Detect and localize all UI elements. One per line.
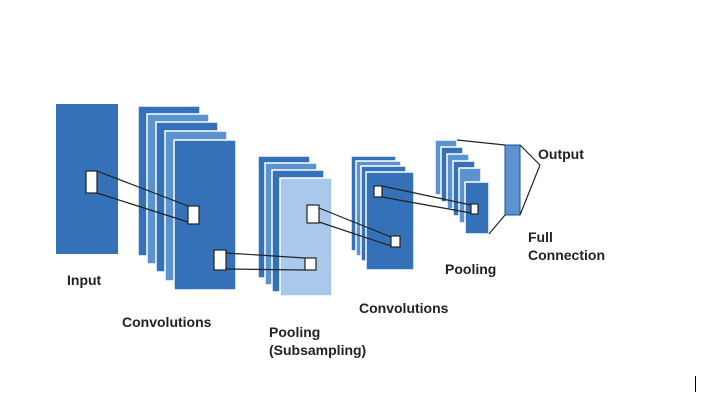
pooling-1-label: Pooling (Subsampling) [269, 324, 366, 359]
rf3-line-top [318, 207, 392, 238]
pool2-map-6 [464, 181, 490, 235]
input-window [85, 170, 98, 194]
pool1-window-source [306, 204, 320, 224]
rf2-line-bottom [225, 268, 306, 271]
output-connector-top [519, 144, 541, 166]
full-connection-label-line2: Connection [528, 246, 605, 263]
convolutions-2-stack [350, 155, 415, 271]
pooling-2-label: Pooling [445, 261, 497, 277]
fc-bar [504, 144, 521, 216]
rf4-line-bottom [381, 196, 472, 214]
conv1-map-5 [173, 139, 237, 291]
conv1-window-source [213, 249, 227, 271]
convolutions-2-label: Convolutions [359, 300, 449, 316]
convolutions-1-label: Convolutions [122, 314, 212, 330]
fc-top-connector [456, 139, 506, 146]
rf1-line-top [96, 170, 189, 207]
input-label: Input [67, 272, 102, 288]
rf2-line-top [225, 252, 306, 259]
pooling-1-label-line1: Pooling [269, 324, 321, 340]
rf1-line-bottom [96, 192, 189, 223]
pool1-window-target [304, 257, 317, 271]
pooling-1-label-line2: (Subsampling) [269, 341, 367, 358]
receptive-field-connections [85, 170, 479, 271]
full-connection-vector [456, 139, 541, 235]
pooling-1-stack [257, 155, 333, 297]
pool2-window-target [470, 203, 479, 215]
rf3-line-bottom [318, 221, 392, 247]
conv1-window-target [187, 205, 200, 225]
conv2-map-4 [365, 171, 415, 271]
text-cursor [695, 376, 696, 392]
fc-bottom-connector [488, 214, 506, 235]
conv2-window-target [390, 235, 401, 248]
full-connection-label-line1: Full [528, 229, 553, 245]
output-label: Output [538, 146, 584, 162]
conv2-window-source [373, 185, 383, 198]
full-connection-label: Full Connection [528, 229, 605, 264]
rf4-line-top [381, 185, 472, 206]
pooling-2-stack [434, 139, 490, 235]
output-connector-bottom [519, 164, 541, 216]
pool1-map-4 [279, 177, 333, 297]
